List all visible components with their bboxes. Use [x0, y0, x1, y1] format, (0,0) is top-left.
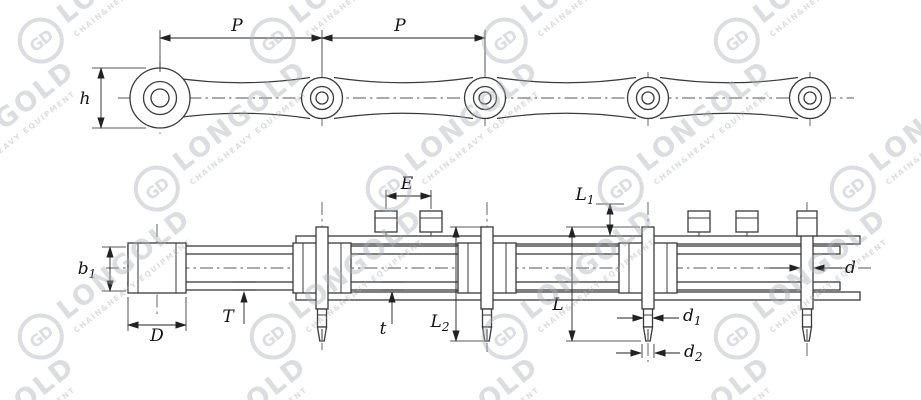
- dim-label-l2: L2: [430, 312, 450, 334]
- cotter-pins: [316, 308, 813, 342]
- pins: [315, 226, 814, 310]
- dim-l1: L1: [575, 185, 624, 236]
- cotter-pin: [801, 308, 813, 342]
- bolt-head: [374, 210, 398, 233]
- dim-pin-diameter: d: [770, 258, 856, 278]
- dim-attachment-spacing: E: [385, 174, 432, 209]
- chain-joints: [129, 67, 832, 129]
- bolt-head: [687, 210, 711, 233]
- chain-side-view: P P h: [80, 16, 854, 134]
- dim-label-plate-height: h: [80, 89, 91, 109]
- dim-label-pin-length: L: [551, 295, 563, 315]
- dim-plate-thickness: T: [222, 281, 256, 327]
- dim-d2: d2: [616, 342, 703, 364]
- pin: [641, 226, 655, 310]
- dim-label-l1: L1: [575, 185, 595, 207]
- dim-plate-height: h: [80, 67, 146, 129]
- dim-label-inner-width: b1: [78, 259, 97, 281]
- pin: [315, 226, 329, 310]
- dim-roller-diameter: D: [127, 297, 187, 346]
- cotter-pin: [316, 308, 328, 342]
- attachment-bolts: [374, 210, 818, 237]
- pin: [800, 226, 814, 310]
- dim-l2: L2: [430, 226, 484, 342]
- dim-label-plate-thickness: T: [222, 307, 235, 327]
- roller: [127, 242, 187, 294]
- dim-label-roller-diameter: D: [149, 326, 164, 346]
- dim-d1: d1: [617, 306, 702, 328]
- end-lug: [796, 210, 818, 237]
- bolt-head: [735, 210, 759, 233]
- dim-label-pitch-2: P: [393, 16, 406, 36]
- dim-label-d2: d2: [684, 342, 703, 364]
- dim-inner-plate-thickness: t: [380, 281, 404, 339]
- cotter-pin: [642, 308, 654, 342]
- link-plates: [171, 76, 799, 120]
- bolt-head: [419, 210, 443, 233]
- chain-plan-view: E L1 b1 D: [78, 174, 874, 364]
- dim-inner-width: b1: [78, 246, 126, 292]
- dim-label-pin-diameter: d: [845, 258, 856, 278]
- cotter-pin: [481, 308, 493, 342]
- dim-label-attachment-spacing: E: [400, 174, 414, 194]
- dim-pitch: P P: [159, 16, 486, 72]
- dim-label-pitch-1: P: [230, 16, 243, 36]
- pin: [480, 226, 494, 310]
- dim-label-inner-plate-thickness: t: [380, 319, 387, 339]
- dim-label-d1: d1: [683, 306, 702, 328]
- dim-pin-length: L: [551, 226, 641, 342]
